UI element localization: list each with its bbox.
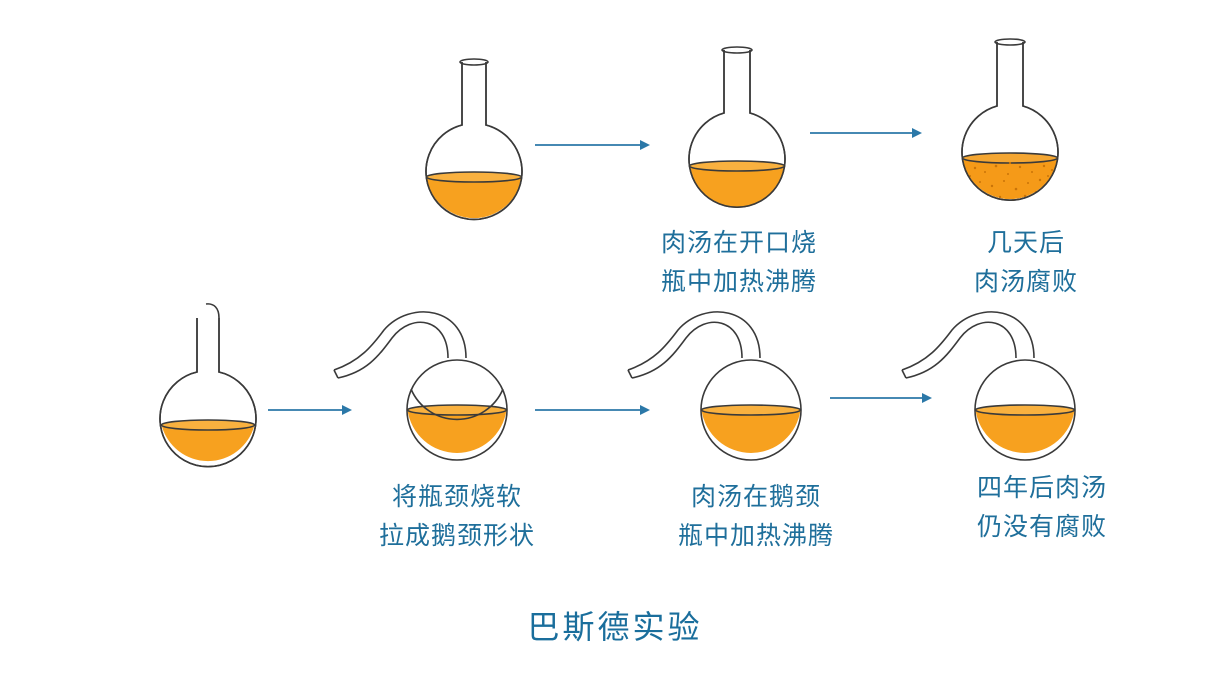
flask-before-bending [159, 303, 257, 468]
caption-line: 四年后肉汤 [976, 473, 1107, 502]
caption-line: 瓶中加热沸腾 [660, 267, 817, 296]
swan-neck-flask-formed [333, 311, 508, 461]
swan-neck-flask-fresh [901, 311, 1076, 461]
arrow-right [268, 405, 352, 415]
caption-line: 将瓶颈烧软 [391, 482, 522, 511]
arrow-right [810, 128, 922, 138]
caption-line: 仍没有腐败 [976, 512, 1107, 541]
caption-line: 肉汤在开口烧 [660, 228, 817, 257]
caption-open-flask-boiling: 肉汤在开口烧 瓶中加热沸腾 [609, 223, 869, 301]
open-flask-boiling [688, 46, 786, 209]
diagram-title: 巴斯德实验 [527, 608, 703, 646]
arrow-right [535, 140, 650, 150]
arrow-right [830, 393, 932, 403]
open-flask-spoiled [961, 38, 1059, 202]
caption-line: 肉汤腐败 [973, 267, 1078, 296]
swan-neck-flask-boiling [627, 311, 802, 461]
caption-open-flask-spoiled: 几天后 肉汤腐败 [896, 223, 1156, 301]
caption-swan-neck-formed: 将瓶颈烧软 拉成鹅颈形状 [327, 477, 587, 555]
caption-swan-neck-fresh: 四年后肉汤 仍没有腐败 [912, 468, 1172, 546]
open-flask-initial [425, 58, 523, 221]
caption-line: 肉汤在鹅颈 [690, 482, 821, 511]
spoilage-speckles [969, 161, 1053, 201]
caption-line: 几天后 [986, 228, 1065, 257]
caption-swan-neck-boiling: 肉汤在鹅颈 瓶中加热沸腾 [626, 477, 886, 555]
caption-line: 瓶中加热沸腾 [677, 521, 834, 550]
caption-line: 拉成鹅颈形状 [378, 521, 535, 550]
arrow-right [535, 405, 650, 415]
